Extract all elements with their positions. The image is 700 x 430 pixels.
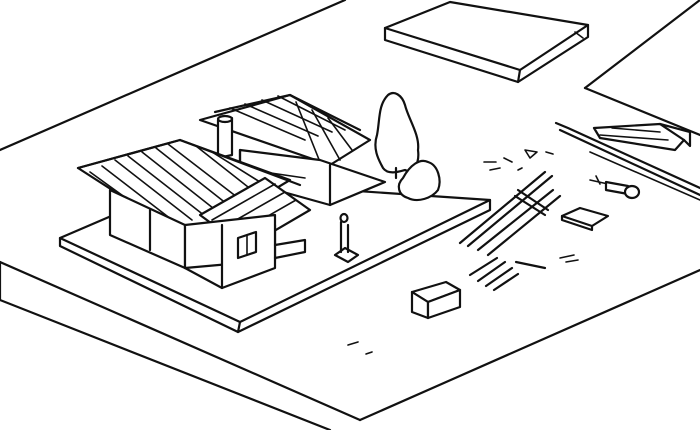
small-box [410, 280, 462, 320]
cutter-tool [592, 122, 692, 152]
ruler-strip [554, 121, 700, 201]
paper-sheet [583, 0, 700, 137]
flat-box [383, 0, 590, 84]
house-model [76, 93, 387, 290]
pen-tool [589, 175, 641, 200]
stick-bundle [468, 256, 547, 292]
figure [333, 212, 360, 264]
scattered-pieces [347, 149, 579, 355]
tree [374, 91, 441, 202]
strip-sticks [458, 170, 562, 257]
card-panel [560, 206, 610, 232]
